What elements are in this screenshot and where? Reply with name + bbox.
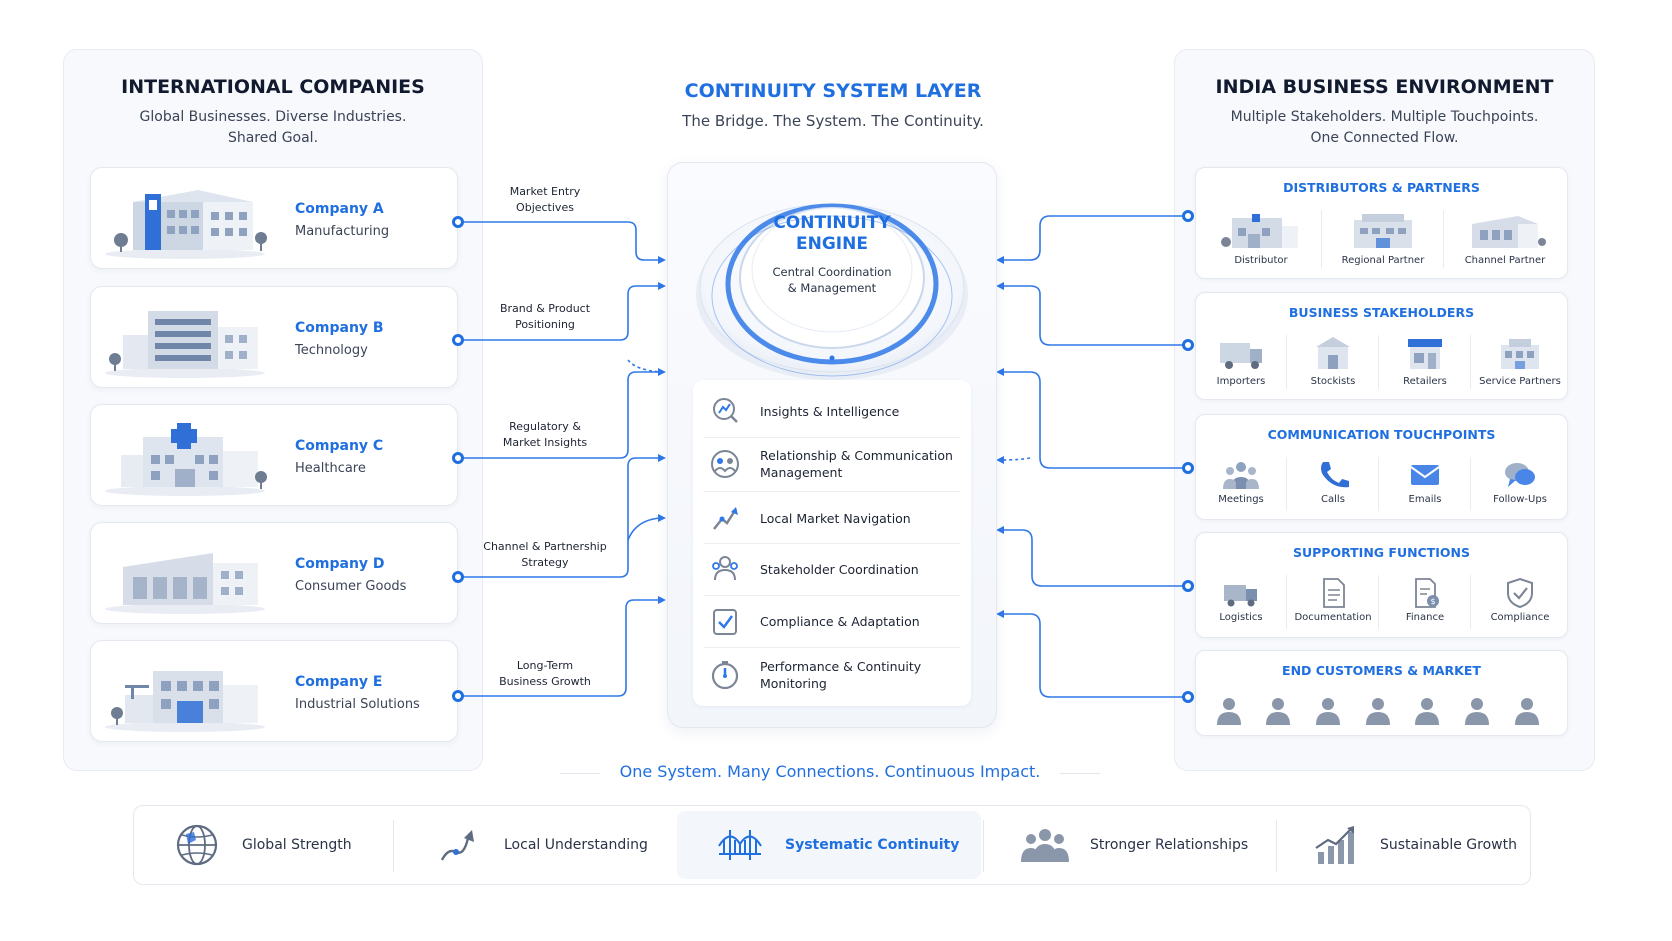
feature-insights[interactable]: Insights & Intelligence bbox=[700, 387, 964, 435]
group-title: SUPPORTING FUNCTIONS bbox=[1196, 545, 1567, 560]
group-item-stockists[interactable]: Stockists bbox=[1290, 333, 1376, 387]
service-building-icon bbox=[1495, 333, 1545, 373]
group-end-customers-market: END CUSTOMERS & MARKET bbox=[1195, 650, 1568, 736]
divider bbox=[704, 595, 960, 596]
relationship-icon bbox=[708, 447, 742, 481]
benefit-global-strength[interactable]: Global Strength bbox=[172, 805, 382, 885]
benefit-stronger-relationships[interactable]: Stronger Relationships bbox=[1020, 805, 1270, 885]
group-item-retailers[interactable]: Retailers bbox=[1382, 333, 1468, 387]
shield-check-icon bbox=[1500, 577, 1540, 609]
group-item-emails[interactable]: Emails bbox=[1382, 459, 1468, 505]
bridge-icon bbox=[715, 822, 765, 868]
delivery-truck-icon bbox=[1221, 577, 1261, 609]
group-item-logistics[interactable]: Logistics bbox=[1198, 577, 1284, 623]
store-icon bbox=[1308, 333, 1358, 373]
center-subtitle: The Bridge. The System. The Continuity. bbox=[633, 112, 1033, 130]
growth-chart-icon bbox=[1310, 822, 1360, 868]
group-title: END CUSTOMERS & MARKET bbox=[1196, 663, 1567, 678]
tagline: One System. Many Connections. Continuous… bbox=[560, 762, 1100, 781]
group-item-compliance[interactable]: Compliance bbox=[1474, 577, 1566, 623]
meeting-people-icon bbox=[1221, 459, 1261, 491]
divider bbox=[704, 543, 960, 544]
warehouse-icon bbox=[1218, 208, 1304, 252]
group-title: DISTRIBUTORS & PARTNERS bbox=[1196, 180, 1567, 195]
group-item-channel-partner[interactable]: Channel Partner bbox=[1450, 208, 1560, 266]
insights-icon bbox=[708, 394, 742, 428]
group-item-importers[interactable]: Importers bbox=[1198, 333, 1284, 387]
benefit-sustainable-growth[interactable]: Sustainable Growth bbox=[1310, 805, 1520, 885]
navigation-icon bbox=[708, 501, 742, 535]
route-arrow-icon bbox=[434, 822, 484, 868]
connector-dot bbox=[1182, 462, 1194, 474]
connector-dot bbox=[1182, 691, 1194, 703]
group-icon bbox=[1020, 822, 1070, 868]
feature-stakeholder[interactable]: Stakeholder Coordination bbox=[700, 545, 964, 593]
feature-performance[interactable]: Performance & ContinuityMonitoring bbox=[700, 651, 964, 699]
connector-label: Long-TermBusiness Growth bbox=[470, 658, 620, 690]
group-item-follow-ups[interactable]: Follow-Ups bbox=[1474, 459, 1566, 505]
group-distributors-partners: DISTRIBUTORS & PARTNERS Distributor Regi… bbox=[1195, 167, 1568, 279]
connector-dot bbox=[1182, 210, 1194, 222]
group-communication-touchpoints: COMMUNICATION TOUCHPOINTS Meetings Calls… bbox=[1195, 414, 1568, 520]
svg-text:$: $ bbox=[1430, 597, 1435, 606]
document-icon bbox=[1313, 577, 1353, 609]
building-icon bbox=[1462, 208, 1548, 252]
benefit-local-understanding[interactable]: Local Understanding bbox=[434, 805, 666, 885]
connector-label: Brand & ProductPositioning bbox=[470, 301, 620, 333]
customers-icon bbox=[1216, 695, 1550, 727]
divider bbox=[704, 647, 960, 648]
center-title: CONTINUITY SYSTEM LAYER bbox=[633, 80, 1033, 102]
connector-label: Channel & PartnershipStrategy bbox=[470, 539, 620, 571]
engine-title: CONTINUITYENGINE bbox=[712, 213, 952, 255]
right-panel-title: INDIA BUSINESS ENVIRONMENT bbox=[1174, 76, 1595, 98]
connector-dot bbox=[452, 216, 464, 228]
divider bbox=[704, 491, 960, 492]
shop-icon bbox=[1400, 333, 1450, 373]
finance-document-icon: $ bbox=[1405, 577, 1445, 609]
connector-dot bbox=[1182, 339, 1194, 351]
engine-subtitle: Central Coordination& Management bbox=[732, 264, 932, 296]
divider bbox=[704, 437, 960, 438]
connector-dot bbox=[1182, 580, 1194, 592]
email-icon bbox=[1405, 459, 1445, 491]
performance-gauge-icon bbox=[708, 658, 742, 692]
group-business-stakeholders: BUSINESS STAKEHOLDERS Importers Stockist… bbox=[1195, 292, 1568, 400]
connector-dot bbox=[452, 571, 464, 583]
compliance-check-icon bbox=[708, 604, 742, 638]
stakeholder-icon bbox=[708, 552, 742, 586]
group-item-regional-partner[interactable]: Regional Partner bbox=[1328, 208, 1438, 266]
group-item-finance[interactable]: $ Finance bbox=[1382, 577, 1468, 623]
right-panel-subtitle: Multiple Stakeholders. Multiple Touchpoi… bbox=[1174, 107, 1595, 149]
phone-icon bbox=[1313, 459, 1353, 491]
office-icon bbox=[1340, 208, 1426, 252]
group-supporting-functions: SUPPORTING FUNCTIONS Logistics Documenta… bbox=[1195, 532, 1568, 638]
feature-compliance[interactable]: Compliance & Adaptation bbox=[700, 597, 964, 645]
chat-bubbles-icon bbox=[1500, 459, 1540, 491]
connector-dot bbox=[452, 334, 464, 346]
truck-icon bbox=[1216, 333, 1266, 373]
group-item-service-partners[interactable]: Service Partners bbox=[1474, 333, 1566, 387]
group-item-calls[interactable]: Calls bbox=[1290, 459, 1376, 505]
connector-dot bbox=[452, 452, 464, 464]
connector-dot bbox=[452, 690, 464, 702]
group-title: BUSINESS STAKEHOLDERS bbox=[1196, 305, 1567, 320]
group-item-distributor[interactable]: Distributor bbox=[1206, 208, 1316, 266]
group-title: COMMUNICATION TOUCHPOINTS bbox=[1196, 427, 1567, 442]
feature-navigation[interactable]: Local Market Navigation bbox=[700, 494, 964, 542]
connector-label: Regulatory &Market Insights bbox=[470, 419, 620, 451]
connector-label: Market EntryObjectives bbox=[470, 184, 620, 216]
globe-icon bbox=[172, 822, 222, 868]
feature-relationship[interactable]: Relationship & CommunicationManagement bbox=[700, 440, 964, 488]
group-item-meetings[interactable]: Meetings bbox=[1198, 459, 1284, 505]
benefit-systematic-continuity[interactable]: Systematic Continuity bbox=[677, 811, 981, 879]
group-item-documentation[interactable]: Documentation bbox=[1290, 577, 1376, 623]
